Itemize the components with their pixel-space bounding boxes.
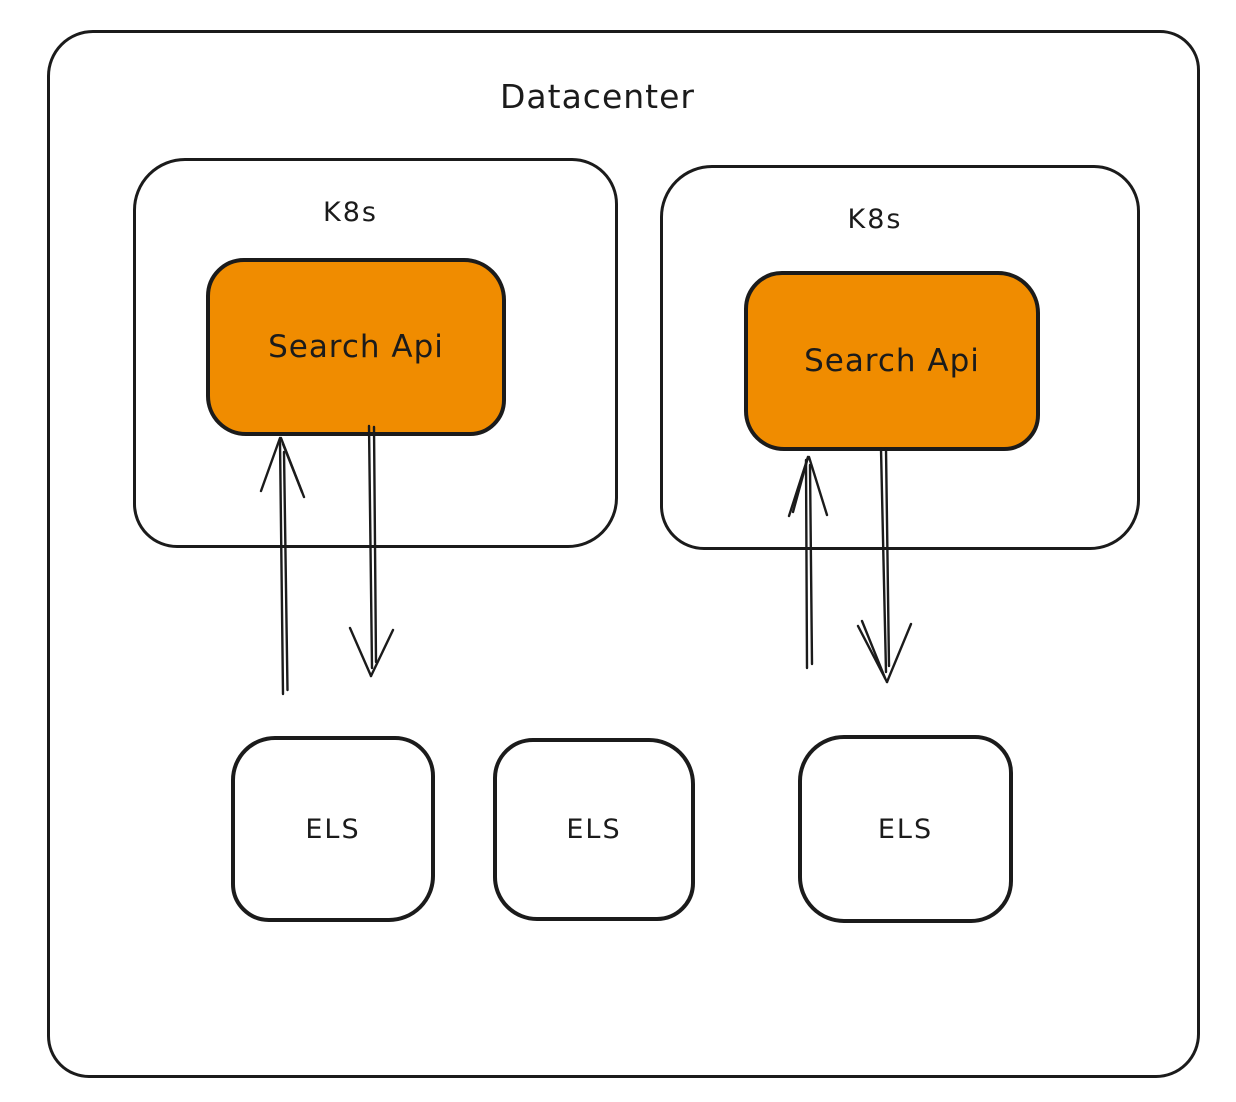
k8s-right-label: K8s [847,204,903,235]
search-api-right-label: Search Api [804,343,980,379]
datacenter-box: Datacenter K8s Search Api K8s Search Api… [47,30,1200,1078]
search-api-left-label: Search Api [268,329,444,365]
els-2-label: ELS [566,814,622,845]
els-node-1: ELS [231,736,435,922]
els-3-label: ELS [877,813,934,845]
search-api-box-right: Search Api [744,271,1040,451]
els-node-3: ELS [798,735,1013,923]
k8s-cluster-right: K8s Search Api [660,165,1140,550]
search-api-box-left: Search Api [206,258,506,436]
els-node-2: ELS [493,738,695,921]
k8s-cluster-left: K8s Search Api [133,158,618,548]
k8s-left-label: K8s [323,197,378,228]
datacenter-label: Datacenter [500,77,695,116]
els-1-label: ELS [305,813,361,845]
